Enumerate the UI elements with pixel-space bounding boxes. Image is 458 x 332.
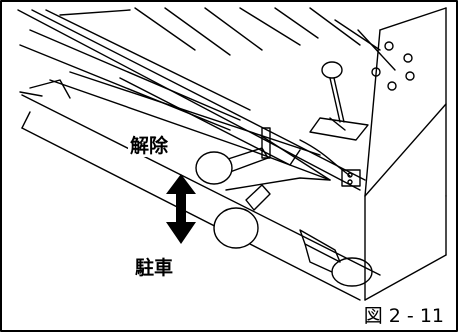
figure-caption: 図 2 - 11 <box>361 305 446 327</box>
cable-bracket <box>341 169 361 187</box>
release-label: 解除 <box>128 135 171 157</box>
panel-knobs <box>371 41 415 91</box>
upper-knob <box>195 151 233 185</box>
right-panel <box>364 7 447 301</box>
foot-pedal <box>299 229 373 287</box>
handle-tray <box>49 71 331 191</box>
parking-label: 駐車 <box>133 257 176 279</box>
lower-knob <box>213 207 259 249</box>
console-top-edges <box>17 7 396 191</box>
shift-lever <box>309 61 369 141</box>
brake-cable <box>299 139 351 177</box>
lower-rail <box>19 79 381 301</box>
direction-arrow <box>166 174 196 244</box>
lower-lever-arm <box>245 184 271 211</box>
